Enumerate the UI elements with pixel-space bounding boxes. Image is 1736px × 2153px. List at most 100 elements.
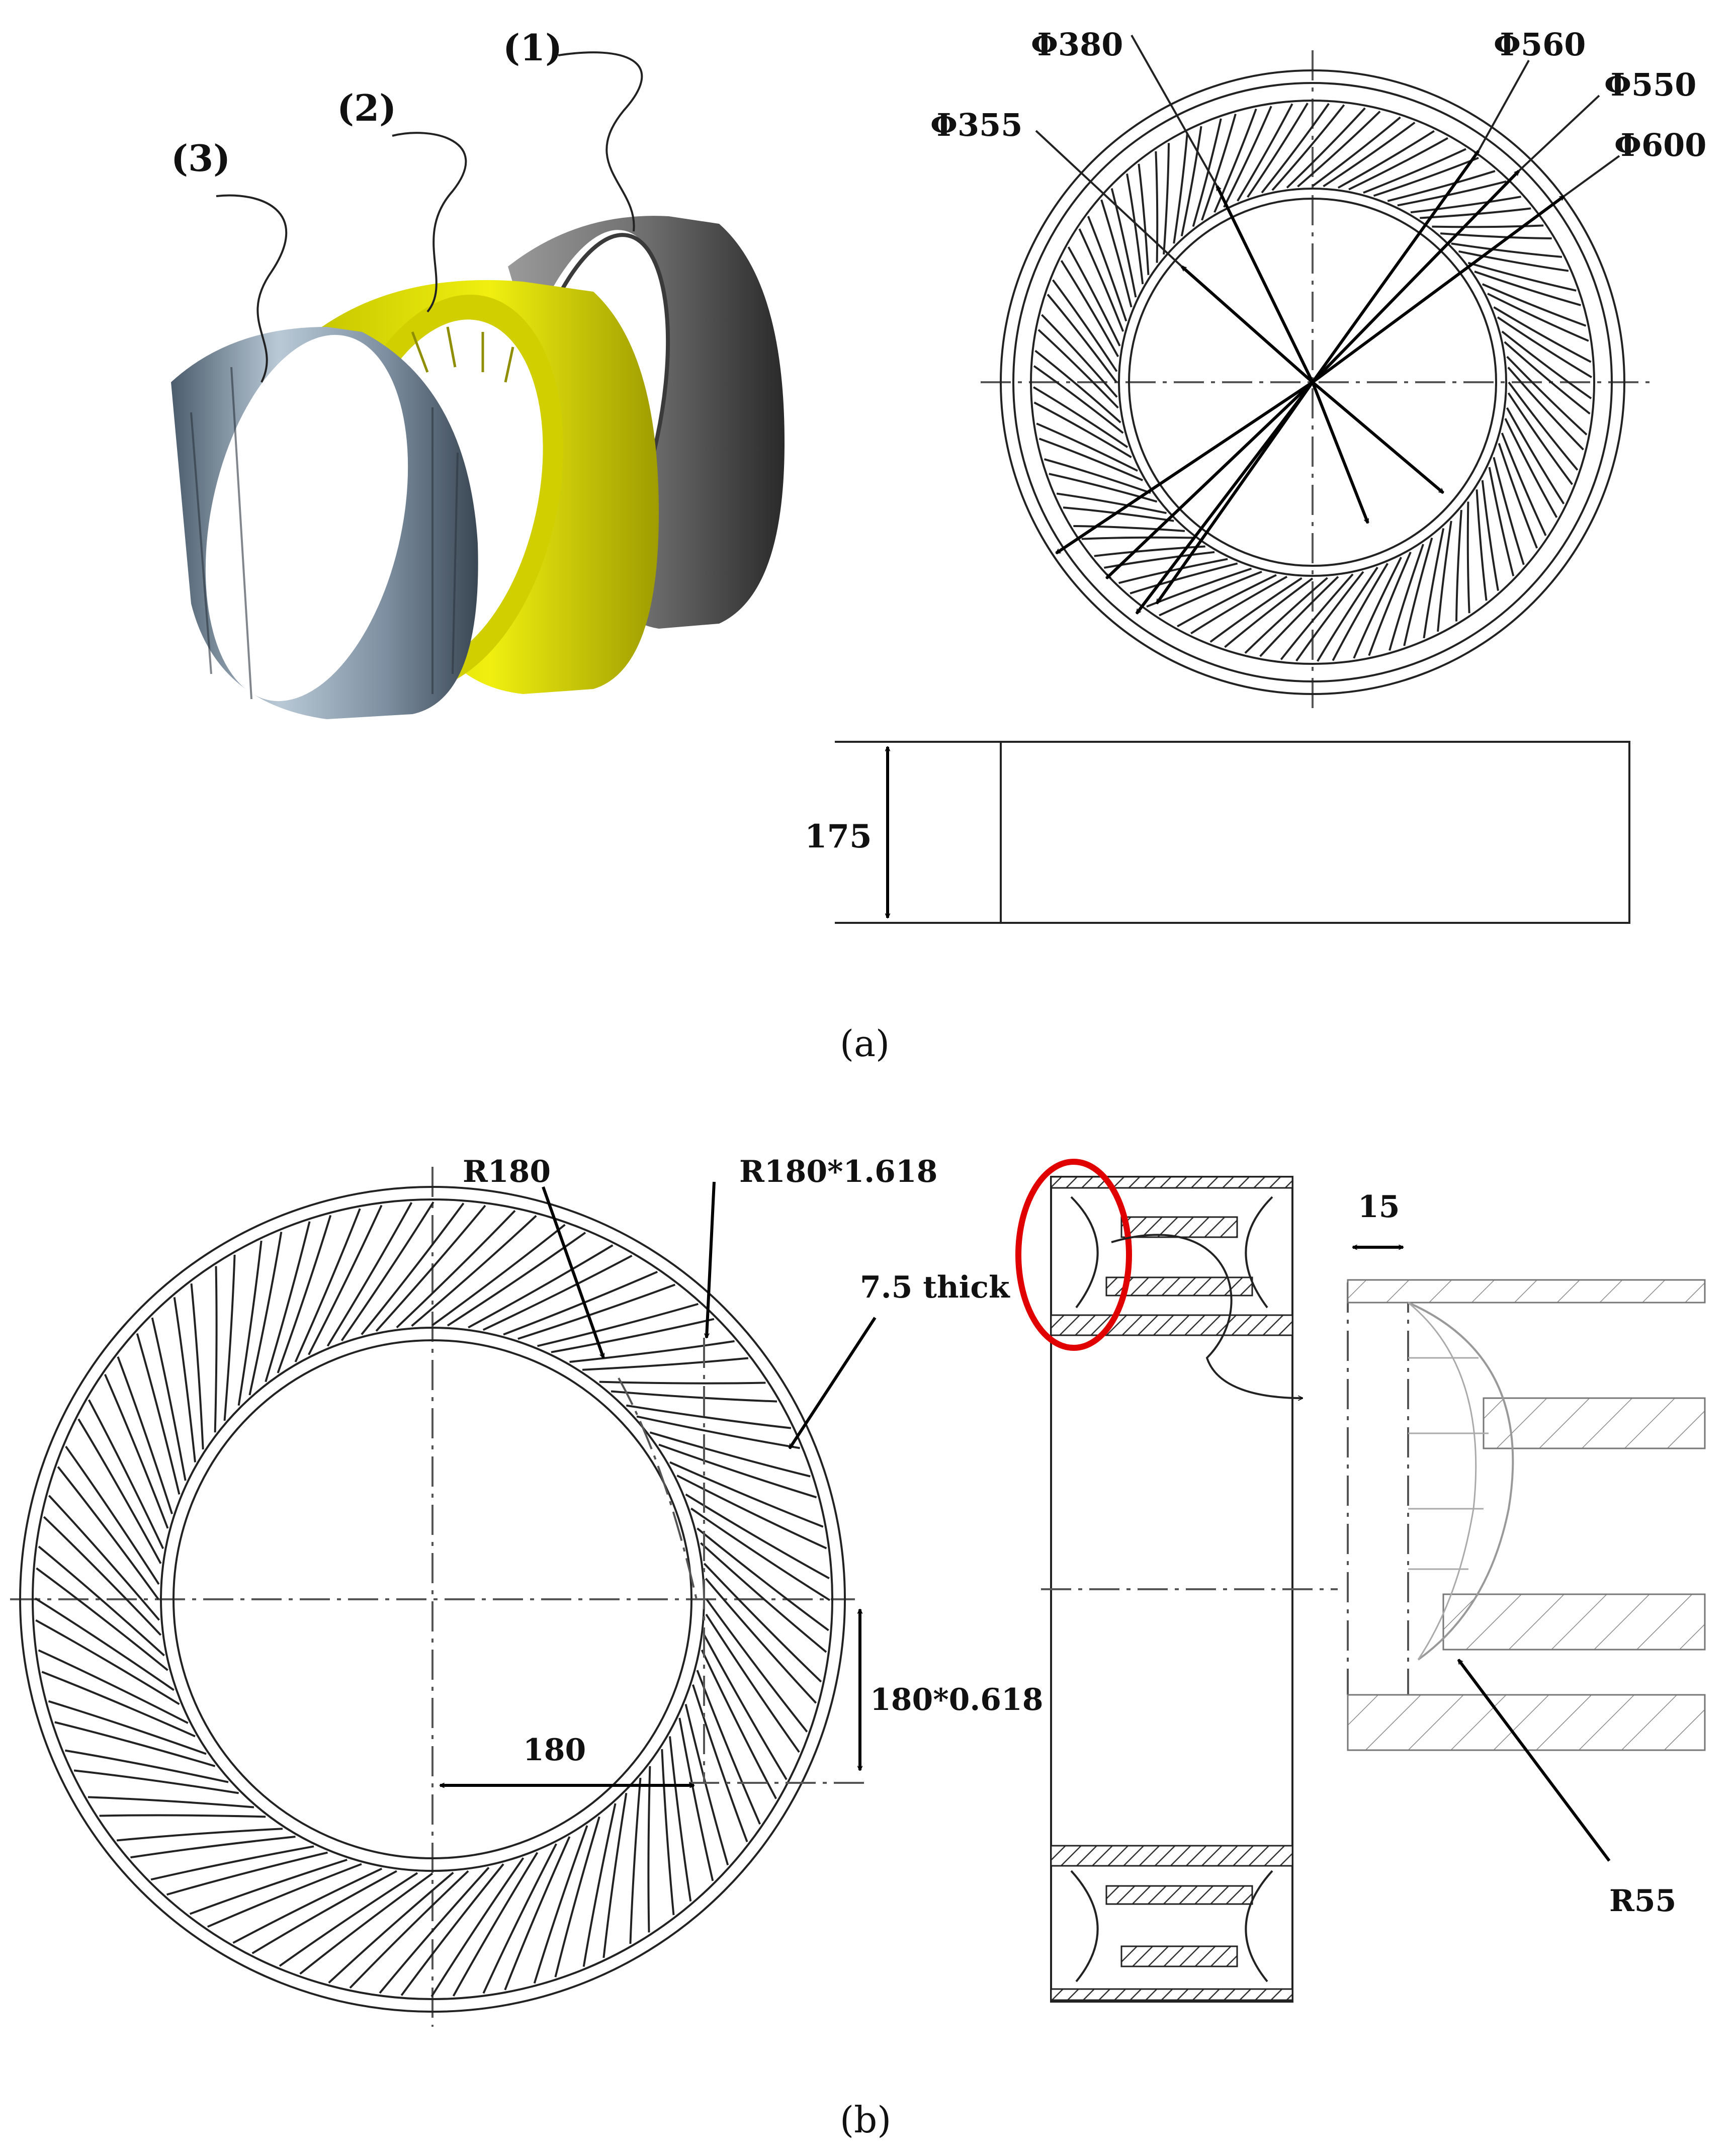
blade-slot-edge xyxy=(65,1749,229,1783)
label-part-2: (2) xyxy=(337,87,396,129)
blade-slot-edge xyxy=(1488,467,1515,576)
blade-slot-edge xyxy=(676,1475,827,1549)
blade-slot xyxy=(104,1373,169,1529)
front-view-b: R180 R180*1.618 7.5 thick 180*0.618 180 xyxy=(10,1154,1044,2027)
blade-slot-edge xyxy=(1353,557,1402,659)
blade-slot-edge xyxy=(1498,443,1538,549)
blade-slot xyxy=(1493,306,1592,363)
blade-slot-edge xyxy=(340,1201,435,1341)
blade-slot-edge xyxy=(1297,111,1381,188)
label-d355: Φ355 xyxy=(930,107,1022,143)
side-view-a: 175 xyxy=(805,741,1630,924)
label-d560: Φ560 xyxy=(1494,26,1586,63)
blade-slot-edge xyxy=(1280,573,1354,660)
blade-slot xyxy=(1368,551,1412,656)
arrow-r180 xyxy=(542,1186,605,1358)
blade-slot-edge xyxy=(1180,126,1202,236)
blade-slot xyxy=(602,1793,628,1958)
blade-slot-edge xyxy=(430,1857,525,1998)
blade-slot xyxy=(1192,118,1222,227)
blade-slot-edge xyxy=(1033,386,1129,448)
blade-slot-edge xyxy=(636,1415,800,1449)
arrow-thickness xyxy=(788,1317,877,1448)
blade-slot xyxy=(54,1721,216,1767)
blade-slot-edge xyxy=(1177,574,1277,628)
blade-slot xyxy=(237,1240,263,1406)
blade-slot xyxy=(703,1634,788,1780)
blade-slot-edge xyxy=(1067,246,1121,347)
circle-slot-inner xyxy=(1118,188,1507,577)
blade-slot-edge xyxy=(1475,489,1488,601)
blade-slot-edge xyxy=(1110,188,1137,298)
blade-slot xyxy=(1451,242,1563,258)
blade-slot-edge xyxy=(375,1204,486,1332)
blade-slot xyxy=(1130,562,1238,594)
circle-slot-outer xyxy=(1030,100,1595,665)
blade-slot-edge xyxy=(1073,525,1185,532)
blade-slot xyxy=(1312,116,1401,187)
blade-slot-edge xyxy=(248,1232,283,1396)
construction-arc xyxy=(618,1377,698,1600)
blade-slot xyxy=(626,1404,792,1429)
blade-slot xyxy=(1501,330,1592,399)
ring-3-ribs xyxy=(190,367,459,700)
blade-slot-edge xyxy=(1317,566,1378,662)
blade-slot-edge xyxy=(411,1215,537,1327)
blade-slot-edge xyxy=(1041,314,1118,398)
blade-slot xyxy=(1295,571,1364,662)
blade-slot-edge xyxy=(1138,163,1150,275)
circle-outer-2 xyxy=(1012,82,1613,682)
blade-slot xyxy=(1155,151,1159,263)
blade-slot-edge xyxy=(691,1684,748,1843)
blade-slot-edge xyxy=(611,1390,777,1403)
blade-slot xyxy=(1437,521,1452,632)
exploded-rings xyxy=(171,216,785,719)
blade-slot xyxy=(43,1516,162,1636)
blade-slot-edge xyxy=(1044,458,1151,494)
blade-slot xyxy=(1332,563,1388,661)
blade-slot-edge xyxy=(88,1796,254,1808)
blade-slot xyxy=(1432,224,1544,228)
label-offset: 180*0.618 xyxy=(870,1682,1044,1717)
blade-slot xyxy=(599,1381,766,1385)
blade-slot-edge xyxy=(190,1283,204,1450)
blade-slot-edge xyxy=(1458,250,1569,272)
blade-slot-edge xyxy=(1052,279,1118,372)
blade-slot xyxy=(1033,401,1132,458)
blade-slot-edge xyxy=(1504,341,1591,415)
blade-slot xyxy=(1387,170,1496,202)
blade-slot xyxy=(207,1863,362,1928)
blade-slot xyxy=(1033,365,1124,434)
label-d550: Φ550 xyxy=(1604,66,1696,103)
label-r180: R180 xyxy=(463,1154,551,1189)
blade-slot xyxy=(504,1836,571,1991)
blade-slot-edge xyxy=(678,1717,714,1881)
blade-slot-edge xyxy=(189,1858,348,1915)
blade-slot xyxy=(554,1816,600,1977)
blade-slot-edge xyxy=(658,1443,817,1499)
panel-a: (1) (2) (3) xyxy=(171,26,1706,1065)
blade-slot-edge xyxy=(1423,528,1445,639)
side-rect xyxy=(1000,741,1630,924)
blade-slot-edge xyxy=(379,1867,490,1994)
blade-slot xyxy=(1506,407,1565,504)
blade-slot xyxy=(684,1704,729,1865)
blade-slot xyxy=(1466,501,1470,614)
blade-slot-edge xyxy=(117,1356,173,1514)
label-height: 175 xyxy=(805,818,872,855)
blade-slot xyxy=(1410,196,1521,214)
blade-slot xyxy=(349,1870,469,1989)
circle-inner xyxy=(1128,198,1497,567)
caption-b: (b) xyxy=(840,2099,891,2141)
blade-slot-edge xyxy=(232,1867,383,1944)
blade-slot-edge xyxy=(1244,577,1328,654)
blade-slot-edge xyxy=(482,1254,633,1331)
blade-slot xyxy=(697,1527,829,1631)
blade-slot xyxy=(503,1270,658,1336)
front-view-a: Φ380 Φ560 Φ550 Φ355 Φ600 xyxy=(930,26,1706,714)
blade-slot xyxy=(299,1872,433,1975)
blade-slot xyxy=(1037,329,1119,409)
blade-slot-edge xyxy=(705,1578,817,1704)
blade-slot xyxy=(136,1333,181,1495)
